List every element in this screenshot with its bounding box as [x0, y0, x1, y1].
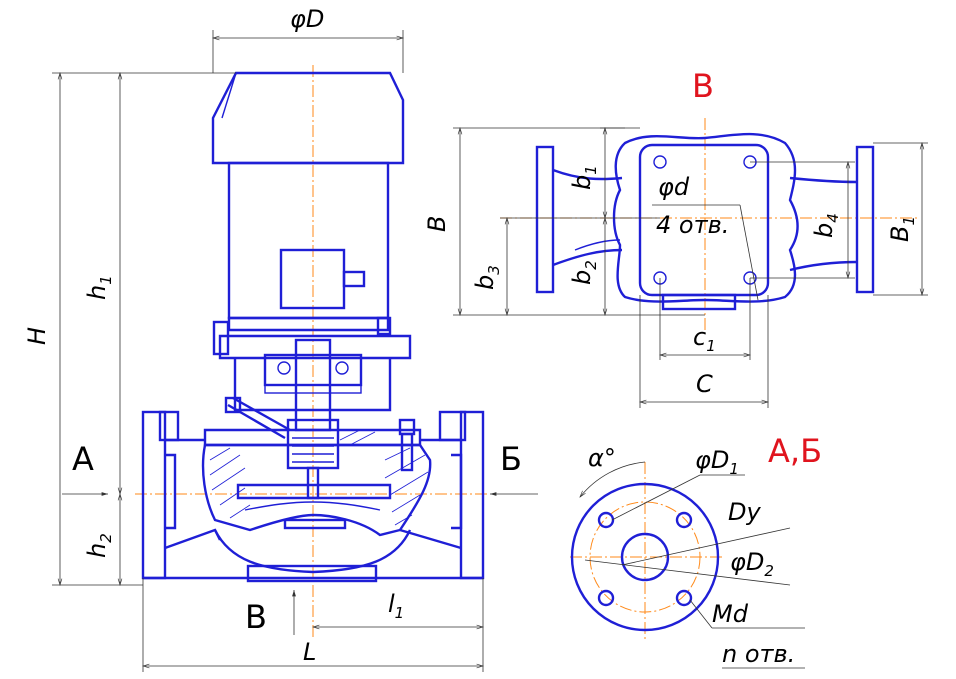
motor-body: [227, 161, 390, 320]
dim-phid: φd: [658, 173, 690, 201]
view-v: В B b3 b1 b2: [423, 67, 928, 408]
dim-b3: b3: [471, 265, 503, 290]
front-view: φD H h1 h2 А Б В l1 L: [23, 5, 538, 672]
dim-C: C: [696, 370, 713, 398]
dim-B: B: [423, 216, 451, 232]
dim-h2: h2: [83, 533, 115, 558]
dim-Dy: Dy: [728, 498, 761, 526]
dim-alpha: α°: [588, 444, 616, 472]
view-arrow-A: А: [72, 440, 94, 478]
dim-b2: b2: [568, 260, 600, 285]
view-arrow-B: Б: [500, 440, 522, 478]
dim-b4: b4: [810, 213, 842, 238]
dim-l1: l1: [388, 590, 404, 622]
volute-casing: [201, 443, 432, 537]
dim-phiD2: φD2: [730, 548, 774, 580]
left-side-flange: [535, 145, 555, 294]
terminal-box: [279, 248, 346, 310]
holes-4: 4 отв.: [656, 211, 729, 239]
dim-L: L: [303, 638, 316, 666]
dim-phiD: φD: [290, 5, 324, 33]
right-side-flange: [855, 145, 875, 294]
dim-b1: b1: [568, 165, 600, 190]
view-ab: А,Б α° φD1 Dy φD2 Md n отв.: [570, 432, 822, 669]
view-v-title: В: [692, 67, 714, 105]
dim-B1: B1: [886, 216, 918, 242]
dim-c1: c1: [693, 323, 716, 355]
motor-cap: [211, 71, 405, 165]
casing-outline: [612, 132, 799, 303]
n-holes: n отв.: [722, 640, 795, 668]
bore-circle: [620, 532, 670, 582]
dim-phiD1: φD1: [695, 446, 739, 478]
dim-h1: h1: [83, 275, 115, 300]
base-foot: [246, 564, 378, 583]
dim-H: H: [23, 327, 51, 345]
flange-face: [570, 482, 720, 632]
view-arrow-V: В: [245, 598, 267, 636]
view-ab-title: А,Б: [768, 432, 822, 470]
dim-Md: Md: [712, 600, 749, 628]
inlet-flange: [141, 410, 167, 580]
